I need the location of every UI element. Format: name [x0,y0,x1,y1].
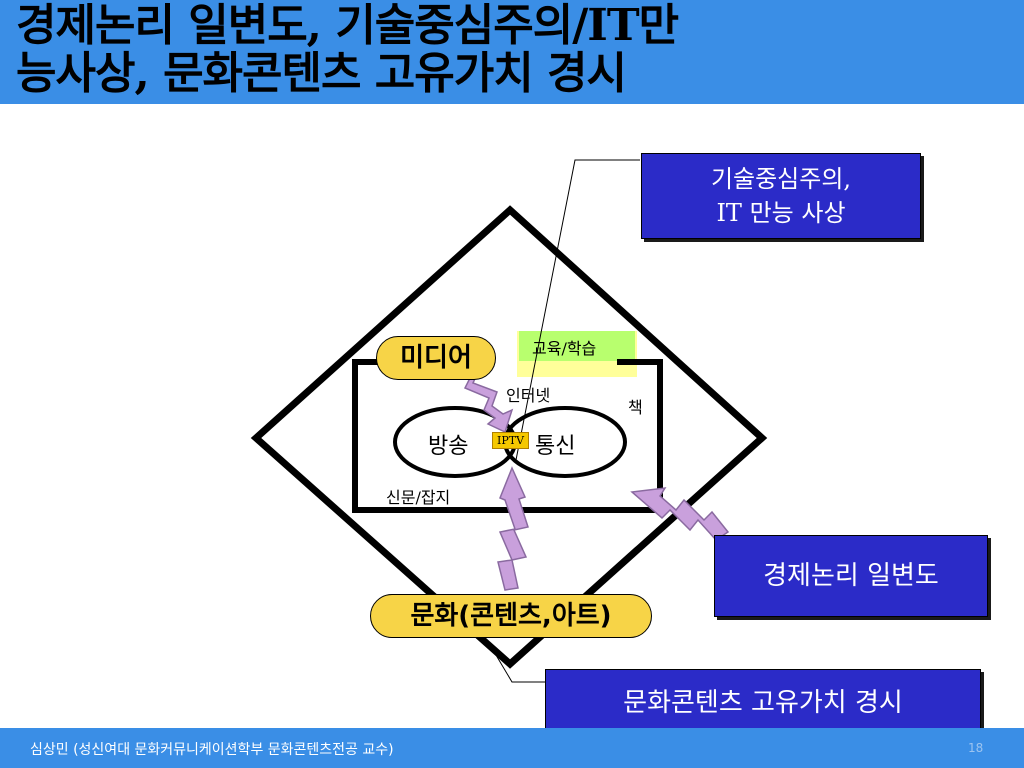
economy-callout-box: 경제논리 일변도 [714,535,988,617]
page-number: 18 [968,741,984,755]
broadcast-label: 방송 [428,434,469,459]
economy-zigzag-arrow [630,487,730,541]
culture-zigzag-arrow [497,466,529,591]
culture-label: 문화(콘텐츠,아트) [410,601,612,631]
education-label: 교육/학습 [532,339,597,358]
tech-callout-box: 기술중심주의, IT 만능 사상 [641,153,921,239]
tech-callout-line-1: 기술중심주의, [710,165,852,193]
tech-leader-line [515,159,640,461]
culture-value-callout-box: 문화콘텐츠 고유가치 경시 [545,669,981,737]
footer-bar [0,728,1024,768]
culture-leader-line [489,644,545,683]
internet-label: 인터넷 [506,386,551,405]
iptv-badge: IPTV [492,432,529,449]
newspaper-label: 신문/잡지 [386,488,451,507]
book-label: 책 [628,398,643,417]
slide-title: 경제논리 일변도, 기술중심주의/IT만 능사상, 문화콘텐츠 고유가치 경시 [16,0,679,99]
tech-callout-line-2: IT 만능 사상 [716,199,846,227]
footer-author: 심상민 (성신여대 문화커뮤니케이션학부 문화콘텐츠전공 교수) [30,742,394,758]
title-line-2: 능사상, 문화콘텐츠 고유가치 경시 [16,48,627,99]
outer-diamond [250,205,768,669]
title-line-1: 경제논리 일변도, 기술중심주의/IT만 [16,0,679,51]
media-pill: 미디어 [376,336,496,380]
telecom-label: 통신 [535,434,576,459]
header-bar [0,0,1024,104]
culture-pill: 문화(콘텐츠,아트) [370,594,652,638]
media-label: 미디어 [400,343,472,373]
inner-rectangle [352,359,663,513]
